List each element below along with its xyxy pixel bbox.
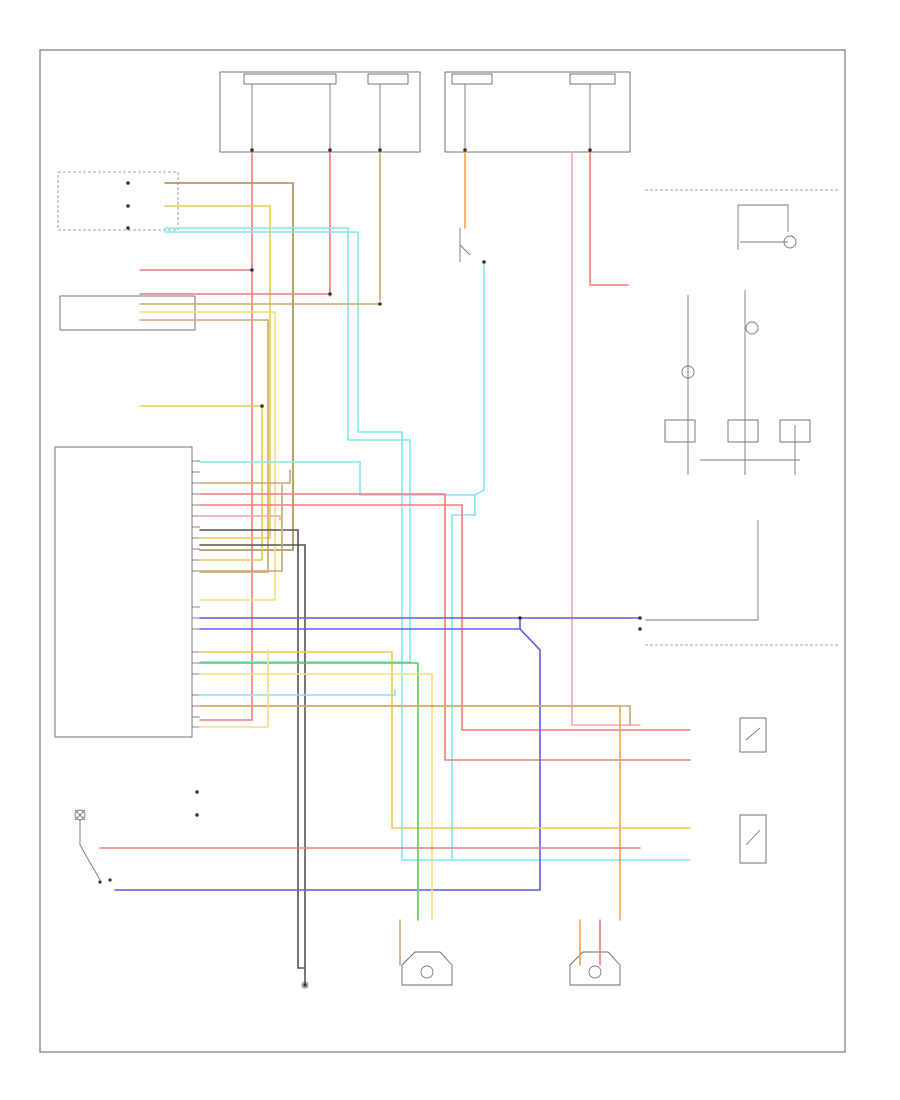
yellow-wire <box>199 651 691 829</box>
cyan-wire <box>164 227 411 663</box>
abs-control-module[interactable] <box>54 446 193 738</box>
pink-wire <box>571 151 641 726</box>
cluster-wiring <box>737 204 789 250</box>
cyan-wire <box>164 231 691 861</box>
red-wire <box>589 151 629 286</box>
splice-dot <box>126 204 130 208</box>
tan-wire <box>139 319 269 573</box>
lamp-cross <box>74 809 86 821</box>
connector-dot <box>195 813 199 817</box>
tan-wire <box>199 705 631 726</box>
sensor-coil <box>745 829 761 846</box>
tan-wire <box>199 469 291 484</box>
left-fuse-box <box>219 71 421 153</box>
sensor-body <box>739 814 767 864</box>
splice-dot <box>378 148 382 152</box>
blue-wire <box>134 628 541 891</box>
splice-dot <box>638 616 642 620</box>
instrument-cluster[interactable] <box>645 189 840 646</box>
green-wire <box>199 662 419 921</box>
cluster-internal-lines <box>687 290 800 475</box>
cluster-output-line <box>645 520 759 621</box>
cluster-module-block <box>664 419 696 443</box>
cluster-module-block <box>779 419 811 443</box>
splice-dot <box>328 148 332 152</box>
brake-switch[interactable] <box>459 228 471 262</box>
splice-dot <box>250 268 254 272</box>
sensor-body <box>569 951 621 986</box>
sensor-body <box>401 951 453 986</box>
sensor-rotor-icon <box>588 965 602 979</box>
wire-harness <box>99 149 691 986</box>
gray-wire <box>199 544 306 986</box>
cyan-wire <box>199 261 485 496</box>
sensor-body <box>739 717 767 753</box>
abs-module-pin-labels <box>192 460 200 728</box>
fuse-box-outline <box>219 71 421 153</box>
connector-dot <box>195 790 199 794</box>
pink-wire <box>199 515 281 521</box>
switch-arm <box>79 820 101 881</box>
cyan-wire <box>451 494 476 861</box>
abs-hydraulic-connector <box>59 295 196 331</box>
red-wire <box>199 493 691 761</box>
upper-left-connector-box <box>57 171 179 231</box>
splice-dot <box>126 226 130 230</box>
lightyellow-wire <box>199 673 433 921</box>
right-front-wheel-speed-sensor[interactable] <box>739 814 767 864</box>
right-fuse-box <box>444 71 631 153</box>
splice-dot <box>378 302 382 306</box>
red-wire <box>199 149 253 721</box>
fuse-box-header <box>367 73 409 85</box>
yellow-wire <box>164 205 271 539</box>
splice-dot <box>638 627 642 631</box>
fuse-box-header <box>243 73 337 85</box>
switch-contact <box>108 878 112 882</box>
splice-dot <box>126 181 130 185</box>
splice-junctions <box>126 148 642 987</box>
fuse-box-header <box>451 73 493 85</box>
right-rear-wheel-speed-sensor[interactable] <box>401 951 453 986</box>
left-rear-wheel-speed-sensor[interactable] <box>569 951 621 986</box>
lightyellow-wire <box>199 649 269 728</box>
bus-bars <box>251 84 381 150</box>
splice-dot <box>588 148 592 152</box>
lightyellow-wire <box>139 311 276 601</box>
brake-switch-contacts <box>459 228 471 262</box>
fuse-box-header <box>569 73 616 85</box>
sensor-coil <box>745 727 761 741</box>
fuse-box-outline <box>444 71 631 153</box>
splice-dot <box>463 148 467 152</box>
brake-warning-lamp-icon <box>783 235 797 249</box>
transmission-switch[interactable] <box>74 809 112 884</box>
diagram-frame <box>39 49 846 1053</box>
orange-wire <box>199 705 621 921</box>
splice-dot <box>482 260 486 264</box>
cluster-module-block <box>727 419 759 443</box>
cyan-wire <box>199 689 396 696</box>
left-front-wheel-speed-sensor[interactable] <box>739 717 767 753</box>
tan-wire <box>199 484 283 572</box>
splice-dot <box>303 983 307 987</box>
switch-contact <box>98 880 102 884</box>
abs-warning-lamp-icon <box>745 321 759 335</box>
brown-wire <box>164 182 294 551</box>
gray-wire <box>199 529 306 969</box>
sensor-rotor-icon <box>420 965 434 979</box>
brake-fluid-indicator <box>195 790 199 817</box>
splice-dot <box>328 292 332 296</box>
bus-bars <box>464 84 591 150</box>
splice-dot <box>260 404 264 408</box>
splice-dot <box>518 616 522 620</box>
splice-dot <box>250 148 254 152</box>
